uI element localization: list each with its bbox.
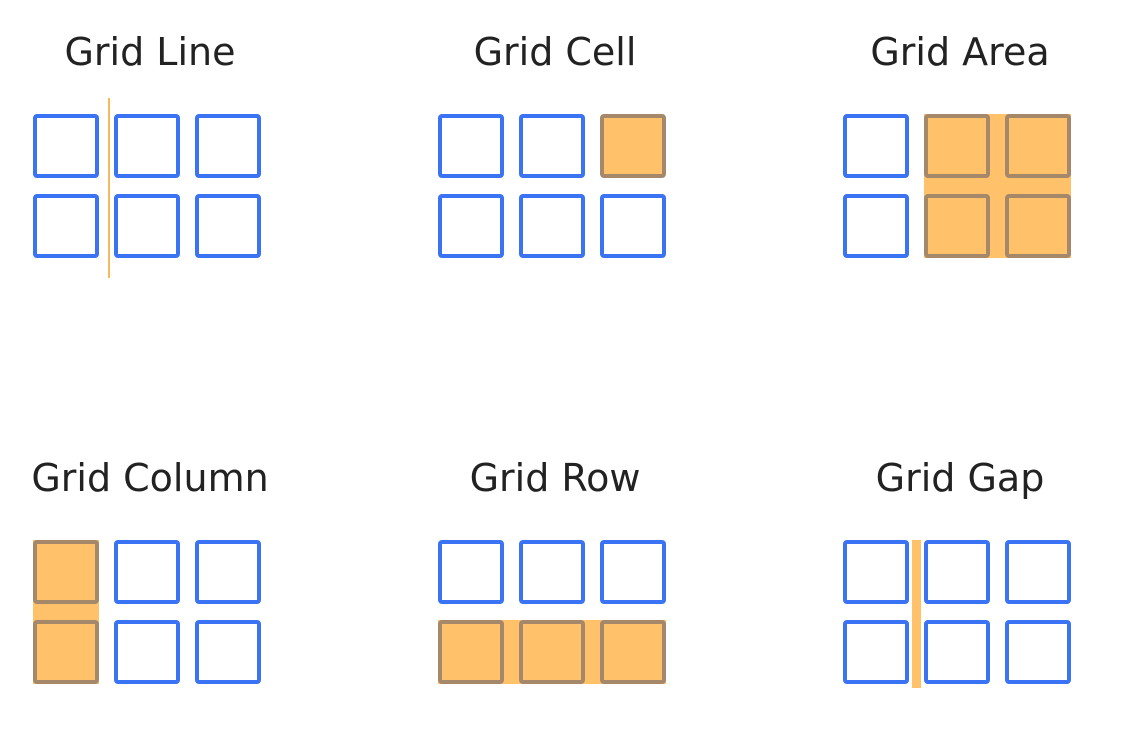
- grid-cell-highlighted: [519, 620, 585, 684]
- grid-cell-highlighted: [33, 540, 99, 604]
- grid-cell: [195, 194, 261, 258]
- grid-cell: [924, 540, 990, 604]
- panel-title: Grid Row: [469, 456, 641, 500]
- grid-cell-highlighted: [924, 114, 990, 178]
- grid-cell: [600, 194, 666, 258]
- panel-title: Grid Cell: [473, 30, 637, 74]
- grid-cell: [195, 620, 261, 684]
- grid-cell-highlighted: [600, 114, 666, 178]
- panel-grid-line: Grid Line: [0, 28, 330, 298]
- panel-title: Grid Line: [64, 30, 236, 74]
- grid-cell: [114, 540, 180, 604]
- grid-cell: [195, 540, 261, 604]
- panel-title: Grid Column: [31, 456, 269, 500]
- grid-cell: [1005, 540, 1071, 604]
- grid-cell: [114, 620, 180, 684]
- grid-figure: [0, 540, 330, 720]
- grid-figure: [375, 540, 735, 720]
- grid-cell-highlighted: [438, 620, 504, 684]
- grid-cell: [843, 194, 909, 258]
- grid-cell-highlighted: [1005, 114, 1071, 178]
- grid-cell: [438, 540, 504, 604]
- grid-cell: [114, 194, 180, 258]
- grid-line-highlight: [108, 98, 110, 278]
- grid-gap-band: [912, 540, 921, 688]
- grid-cell: [438, 194, 504, 258]
- grid-cell: [843, 114, 909, 178]
- panel-grid-area: Grid Area: [780, 28, 1127, 298]
- grid-cell: [843, 620, 909, 684]
- grid-cell: [843, 540, 909, 604]
- panel-grid-cell: Grid Cell: [375, 28, 735, 298]
- grid-cell: [519, 194, 585, 258]
- grid-cell: [600, 540, 666, 604]
- grid-cell: [1005, 620, 1071, 684]
- grid-cell: [33, 194, 99, 258]
- grid-figure: [780, 540, 1127, 720]
- grid-cell: [438, 114, 504, 178]
- panel-grid-row: Grid Row: [375, 454, 735, 724]
- panel-grid-column: Grid Column: [0, 454, 330, 724]
- grid-figure: [780, 114, 1127, 294]
- panel-title: Grid Gap: [875, 456, 1045, 500]
- grid-cell: [33, 114, 99, 178]
- grid-cell-highlighted: [33, 620, 99, 684]
- grid-cell: [114, 114, 180, 178]
- grid-cell: [924, 620, 990, 684]
- panel-title: Grid Area: [870, 30, 1050, 74]
- grid-cell-highlighted: [924, 194, 990, 258]
- grid-cell-highlighted: [1005, 194, 1071, 258]
- grid-figure: [0, 98, 330, 294]
- grid-figure: [375, 114, 735, 294]
- grid-cell: [519, 540, 585, 604]
- grid-cell-highlighted: [600, 620, 666, 684]
- grid-cell: [519, 114, 585, 178]
- grid-cell: [195, 114, 261, 178]
- panel-grid-gap: Grid Gap: [780, 454, 1127, 724]
